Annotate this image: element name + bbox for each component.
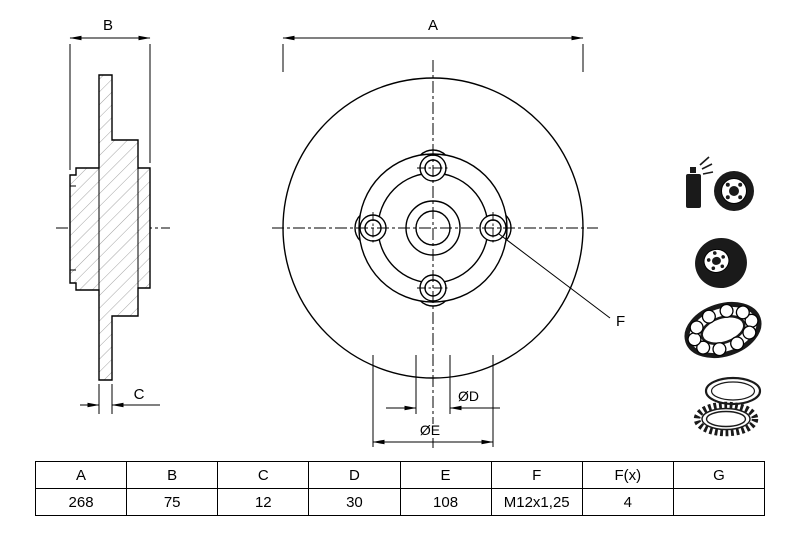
callout-f: F bbox=[498, 233, 627, 332]
spray-line bbox=[701, 163, 713, 170]
spray-line bbox=[702, 171, 714, 175]
wheel-bearing-icon bbox=[684, 301, 762, 359]
dimension-label-a: A bbox=[428, 17, 438, 34]
disc-cross-section bbox=[69, 74, 151, 381]
col-header-c: C bbox=[217, 461, 310, 489]
spec-table: A B C D E F F(x) G 268 75 12 30 108 M12x… bbox=[34, 461, 766, 516]
value-f: M12x1,25 bbox=[490, 488, 583, 516]
abs-ring-icon bbox=[693, 376, 762, 437]
dimension-a: A bbox=[282, 16, 584, 72]
col-header-e: E bbox=[399, 461, 492, 489]
dimension-label-b: B bbox=[103, 17, 113, 34]
can-body bbox=[686, 174, 701, 208]
col-header-a: A bbox=[34, 461, 128, 489]
related-parts-icons bbox=[684, 156, 762, 437]
can-nozzle bbox=[690, 167, 696, 173]
value-a: 268 bbox=[34, 488, 128, 516]
col-header-fx: F(x) bbox=[581, 461, 674, 489]
dimension-label-d: ØD bbox=[458, 388, 479, 404]
side-view bbox=[56, 74, 170, 381]
col-header-d: D bbox=[308, 461, 401, 489]
front-view bbox=[272, 60, 598, 448]
col-header-f: F bbox=[490, 461, 583, 489]
spray-can-icon bbox=[686, 156, 754, 211]
value-g bbox=[672, 488, 766, 516]
leader-line bbox=[498, 233, 611, 319]
dimension-c: C bbox=[80, 384, 160, 414]
technical-drawing: B C bbox=[56, 16, 762, 448]
value-c: 12 bbox=[217, 488, 310, 516]
spray-line bbox=[699, 156, 710, 166]
value-b: 75 bbox=[126, 488, 219, 516]
brake-disc-icon bbox=[695, 237, 747, 289]
value-e: 108 bbox=[399, 488, 492, 516]
value-fx: 4 bbox=[581, 488, 674, 516]
dimension-e: ØE bbox=[372, 355, 494, 447]
dimension-label-c: C bbox=[134, 386, 145, 403]
callout-label-f: F bbox=[616, 313, 625, 330]
small-disc-icon bbox=[714, 171, 754, 211]
value-d: 30 bbox=[308, 488, 401, 516]
spec-table-header-row: A B C D E F F(x) G bbox=[34, 461, 766, 489]
dimension-label-e: ØE bbox=[420, 422, 440, 438]
col-header-b: B bbox=[126, 461, 219, 489]
spec-table-value-row: 268 75 12 30 108 M12x1,25 4 bbox=[34, 488, 766, 516]
dimension-b: B bbox=[69, 16, 151, 170]
dimension-d: ØD bbox=[386, 355, 500, 414]
col-header-g: G bbox=[672, 461, 766, 489]
